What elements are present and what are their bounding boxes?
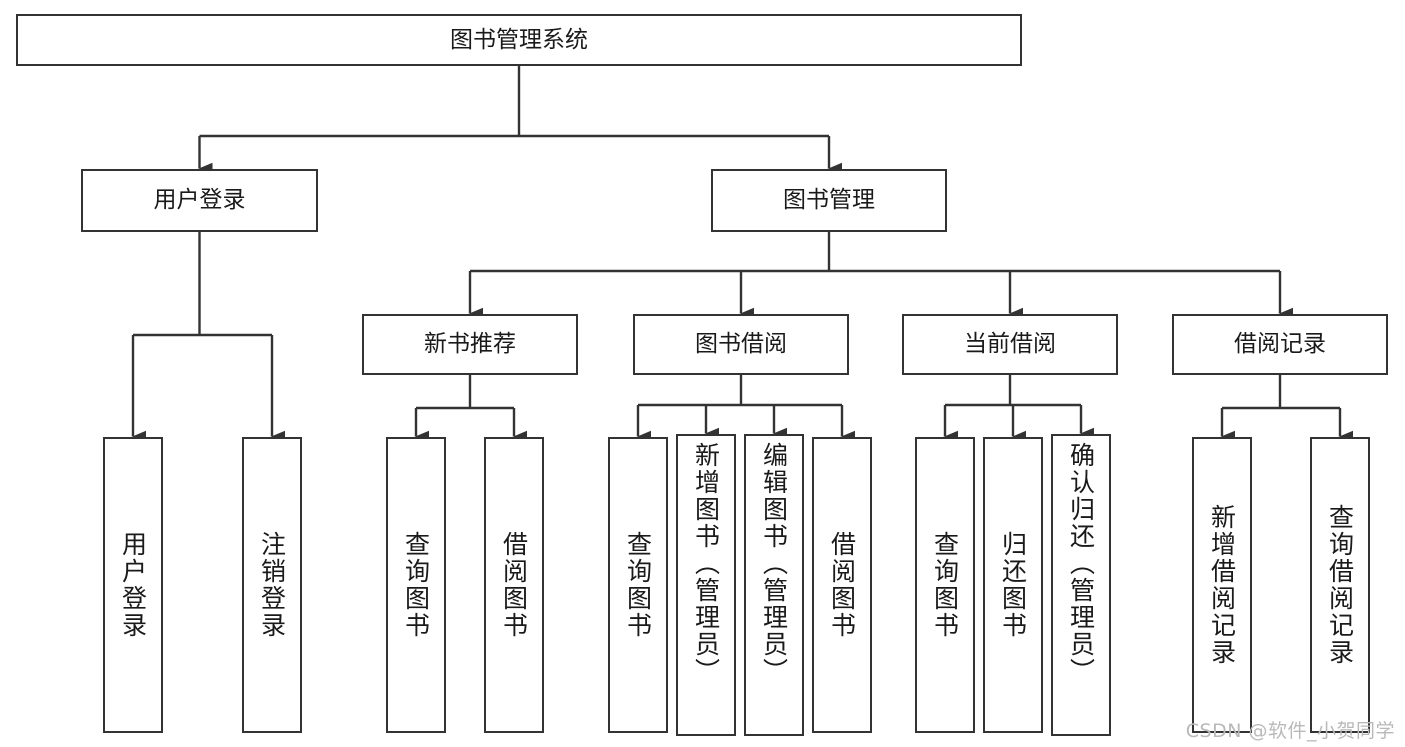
node-leaf-bor-3[interactable]: 编辑图书（管理员） — [744, 434, 804, 736]
node-leaf-bor-2[interactable]: 新增图书（管理员） — [676, 434, 736, 736]
node-leaf-cur-2[interactable]: 归还图书 — [983, 437, 1043, 733]
node-label: 查询图书 — [623, 531, 653, 639]
node-label: 编辑图书（管理员） — [759, 442, 789, 685]
node-leaf-bor-1[interactable]: 查询图书 — [608, 437, 668, 733]
node-borrow[interactable]: 图书借阅 — [633, 314, 849, 375]
node-bookmgmt[interactable]: 图书管理 — [711, 169, 947, 232]
node-label: 当前借阅 — [964, 331, 1056, 358]
node-label: 图书管理系统 — [450, 26, 588, 53]
node-leaf-cur-1[interactable]: 查询图书 — [915, 437, 975, 733]
node-label: 归还图书 — [998, 531, 1028, 639]
edge-lines — [119, 66, 1354, 453]
node-label: 查询图书 — [401, 531, 431, 639]
node-login[interactable]: 用户登录 — [81, 169, 318, 232]
node-label: 借阅图书 — [499, 531, 529, 639]
node-label: 确认归还（管理员） — [1066, 442, 1096, 685]
watermark-text: CSDN @软件_小贺同学 — [1185, 720, 1395, 742]
node-label: 查询借阅记录 — [1325, 504, 1355, 666]
node-leaf-new-2[interactable]: 借阅图书 — [484, 437, 544, 733]
node-label: 借阅记录 — [1234, 331, 1326, 358]
node-label: 图书管理 — [783, 187, 875, 214]
node-current[interactable]: 当前借阅 — [902, 314, 1118, 375]
node-root[interactable]: 图书管理系统 — [16, 14, 1022, 66]
node-label: 用户登录 — [118, 531, 148, 639]
node-leaf-login-1[interactable]: 用户登录 — [103, 437, 163, 733]
node-leaf-rec-1[interactable]: 新增借阅记录 — [1192, 437, 1252, 733]
node-label: 用户登录 — [153, 187, 246, 214]
node-label: 注销登录 — [257, 531, 287, 639]
node-newbook[interactable]: 新书推荐 — [362, 314, 578, 375]
node-label: 图书借阅 — [695, 331, 787, 358]
node-label: 新书推荐 — [424, 331, 516, 358]
node-leaf-bor-4[interactable]: 借阅图书 — [812, 437, 872, 733]
node-records[interactable]: 借阅记录 — [1172, 314, 1388, 375]
node-leaf-rec-2[interactable]: 查询借阅记录 — [1310, 437, 1370, 733]
node-label: 新增借阅记录 — [1207, 504, 1237, 666]
node-leaf-new-1[interactable]: 查询图书 — [386, 437, 446, 733]
node-label: 查询图书 — [930, 531, 960, 639]
node-leaf-cur-3[interactable]: 确认归还（管理员） — [1051, 434, 1111, 736]
node-label: 新增图书（管理员） — [691, 442, 721, 685]
node-label: 借阅图书 — [827, 531, 857, 639]
node-leaf-login-2[interactable]: 注销登录 — [242, 437, 302, 733]
